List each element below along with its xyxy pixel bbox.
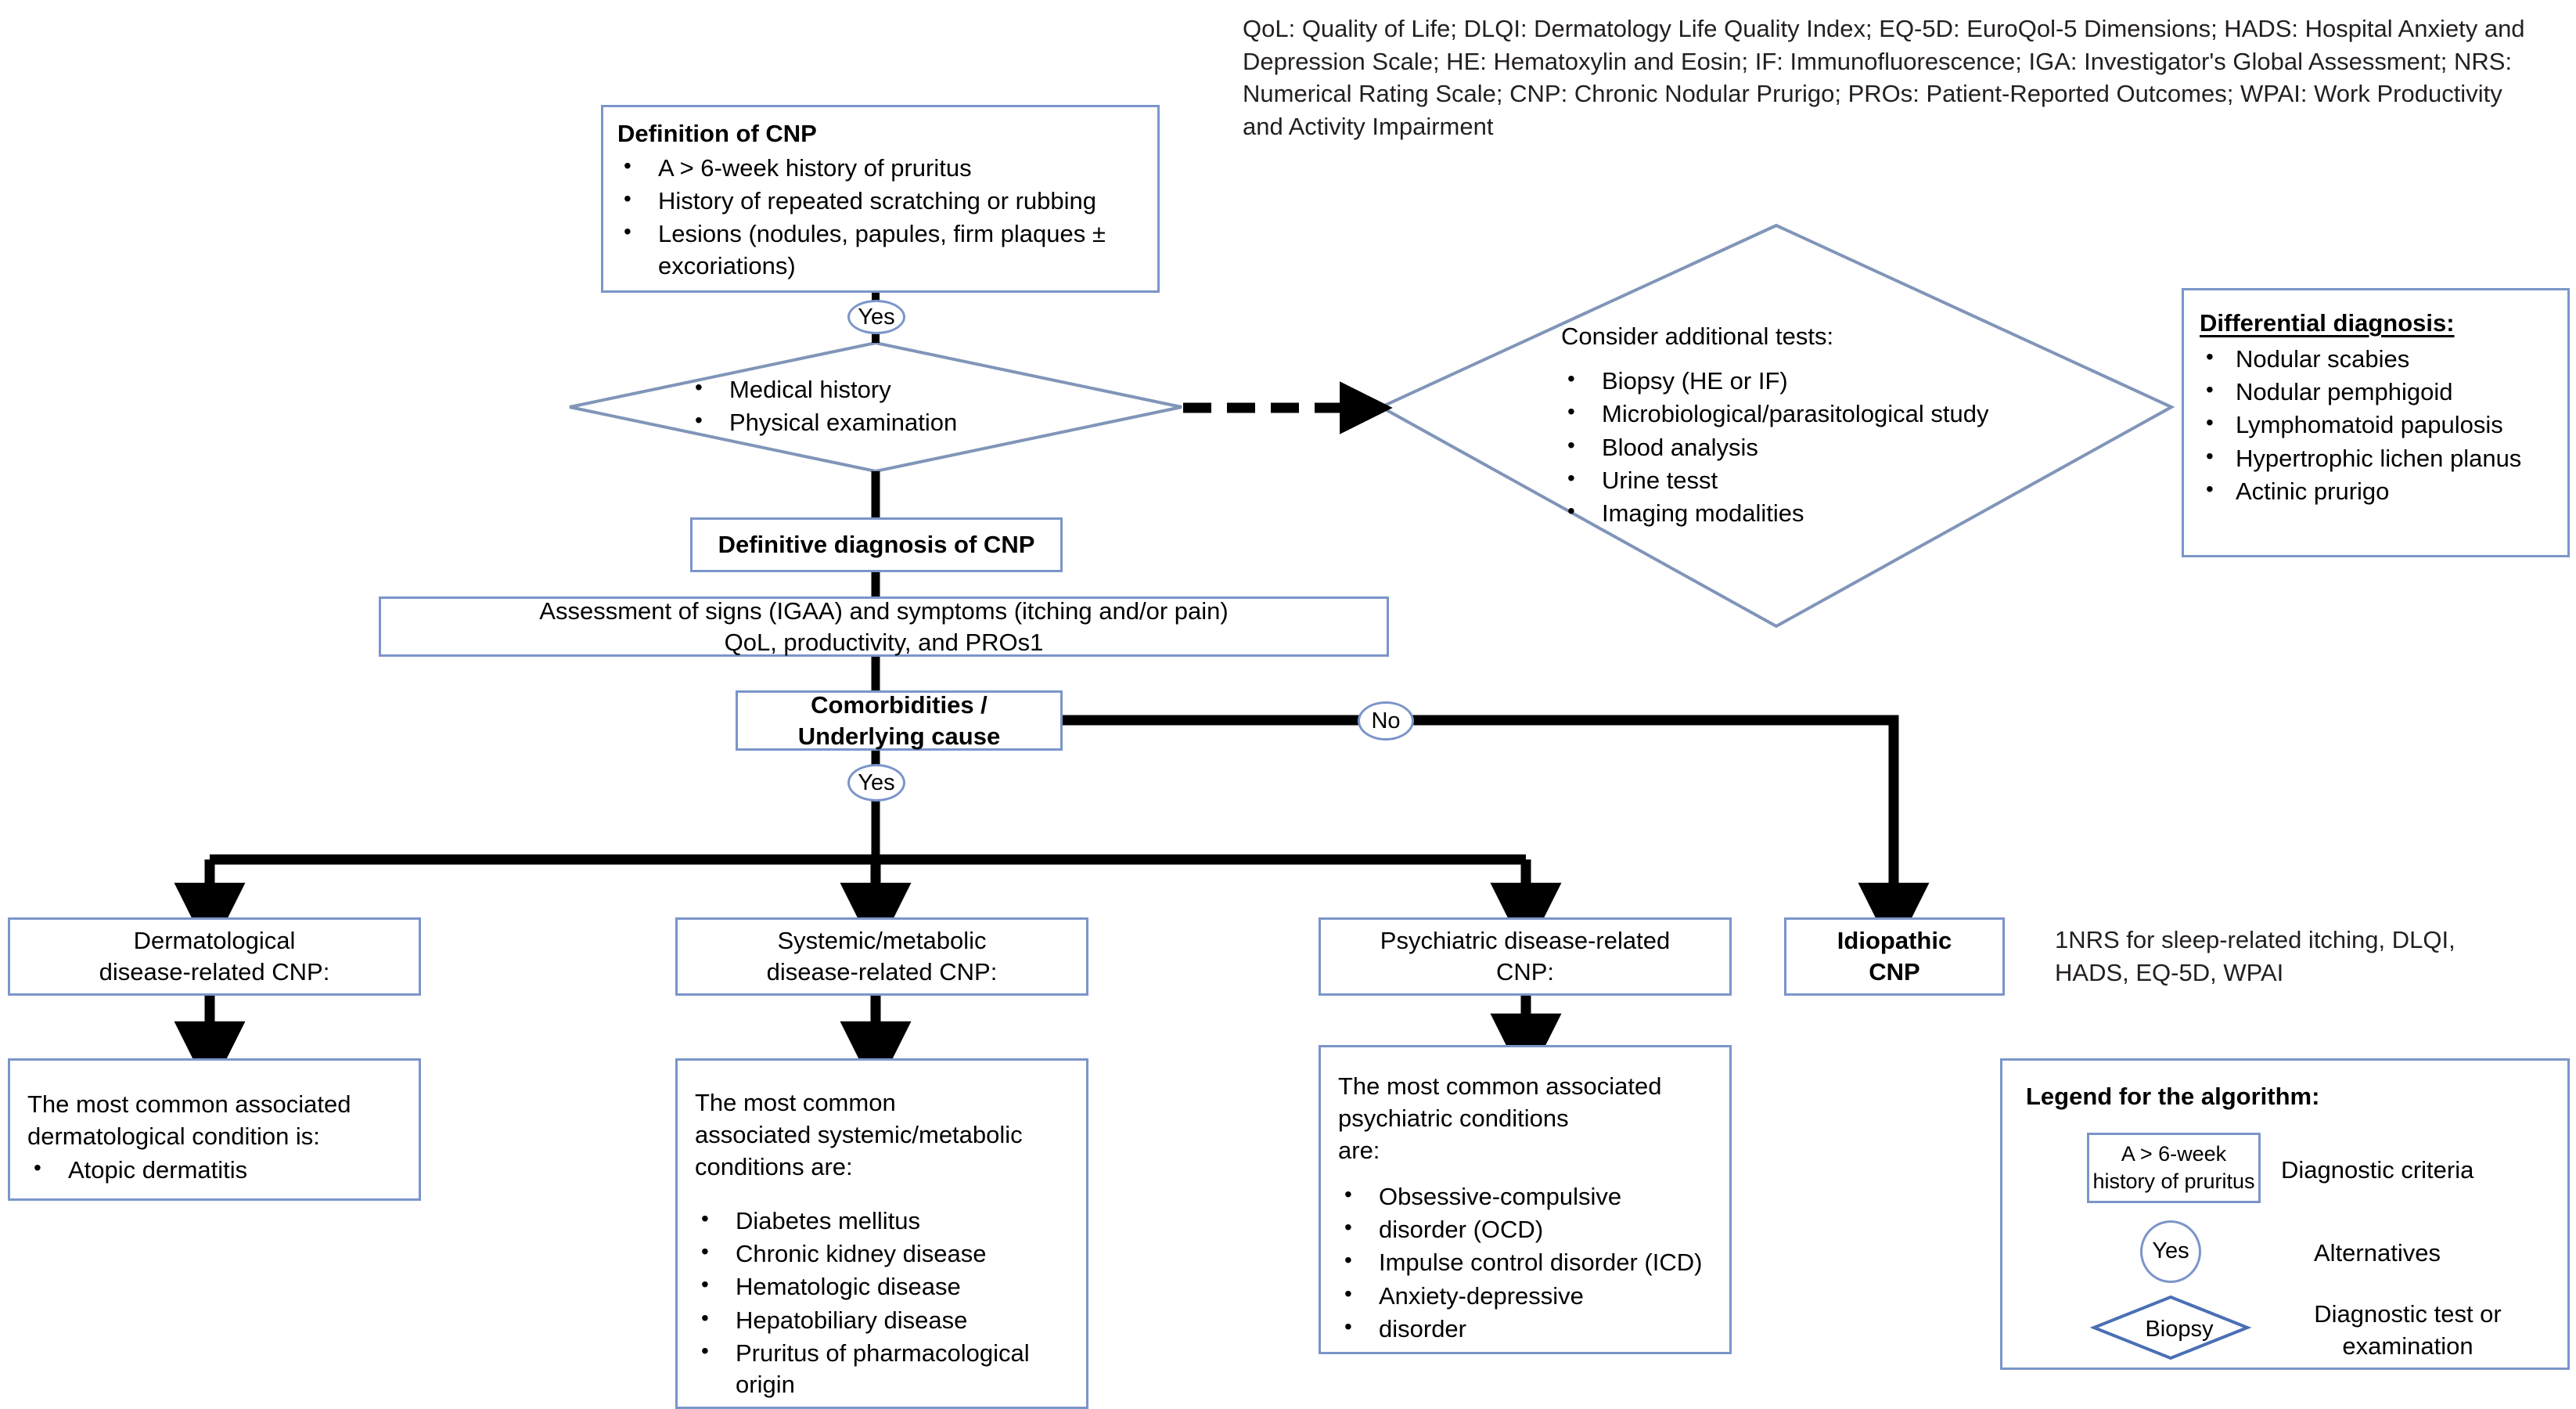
legend-test-label-line-2: examination — [2342, 1332, 2473, 1360]
list-item: disorder (OCD) — [1338, 1213, 1712, 1245]
legend-title: Legend for the algorithm: — [2026, 1083, 2320, 1110]
list-item: Nodular pemphigoid — [2200, 376, 2552, 408]
tests-diamond-title: Consider additional tests: — [1561, 323, 1834, 350]
legend-alternatives-shape: Yes — [2140, 1220, 2201, 1283]
connector-yes-branch: Yes — [847, 764, 905, 802]
detail-lead-2: associated systemic/metabolic — [695, 1120, 1023, 1148]
differential-diagnosis-box: Differential diagnosis: Nodular scabies … — [2182, 288, 2570, 557]
legend-criteria-line-2: history of pruritus — [2092, 1169, 2255, 1193]
detail-lead-1: The most common associated — [27, 1090, 351, 1118]
definitive-diagnosis-box: Definitive diagnosis of CNP — [690, 517, 1063, 572]
branch-box-dermatological: Dermatological disease-related CNP: — [8, 917, 421, 996]
definition-of-cnp-box: Definition of CNP A > 6-week history of … — [601, 105, 1160, 293]
connector-yes-top: Yes — [847, 300, 905, 334]
comorbidities-box: Comorbidities / Underlying cause — [736, 690, 1063, 751]
assessment-line-1: Assessment of signs (IGAA) and symptoms … — [539, 596, 1229, 625]
list-item: Blood analysis — [1561, 431, 2109, 463]
differential-list: Nodular scabies Nodular pemphigoid Lymph… — [2200, 343, 2552, 507]
list-item: Lymphomatoid papulosis — [2200, 409, 2552, 441]
detail-box-psychiatric: The most common associated psychiatric c… — [1319, 1045, 1732, 1354]
comorbidities-line-1: Comorbidities / — [811, 690, 988, 719]
detail-list-systemic: Diabetes mellitus Chronic kidney disease… — [695, 1205, 1069, 1401]
list-item: Anxiety-depressive — [1338, 1280, 1712, 1312]
list-item: History of repeated scratching or rubbin… — [617, 185, 1143, 217]
legend-test-label-line-1: Diagnostic test or — [2314, 1300, 2502, 1328]
list-item: Biopsy (HE or IF) — [1561, 365, 2109, 397]
legend-alternatives-label: Alternatives — [2314, 1239, 2441, 1267]
list-item: Hematologic disease — [695, 1270, 1069, 1303]
legend-test-label: Diagnostic test or examination — [2267, 1299, 2549, 1363]
abbreviations-text: QoL: Quality of Life; DLQI: Dermatology … — [1243, 15, 2525, 140]
detail-lead-2: dermatological condition is: — [27, 1122, 320, 1150]
legend-test-diamond-shape — [2089, 1295, 2252, 1360]
branch-line-1: Systemic/metabolic — [777, 927, 987, 955]
assessment-box: Assessment of signs (IGAA) and symptoms … — [379, 596, 1389, 657]
differential-title: Differential diagnosis: — [2200, 309, 2455, 337]
list-item: Atopic dermatitis — [27, 1154, 401, 1186]
detail-lead-3: are: — [1338, 1136, 1380, 1164]
legend-row-criteria: A > 6-week history of pruritus Diagnosti… — [2087, 1133, 2556, 1203]
legend-criteria-line-1: A > 6-week — [2121, 1142, 2227, 1166]
footnote-line-2: HADS, EQ-5D, WPAI — [2055, 958, 2284, 986]
detail-box-dermatological: The most common associated dermatologica… — [8, 1058, 421, 1201]
branch-line-2: disease-related CNP: — [766, 958, 998, 986]
list-item: Physical examination — [689, 406, 1064, 438]
tests-diamond-content: Consider additional tests: Biopsy (HE or… — [1561, 321, 2109, 531]
list-item: Chronic kidney disease — [695, 1238, 1069, 1270]
detail-box-systemic: The most common associated systemic/meta… — [675, 1058, 1088, 1409]
list-item: A > 6-week history of pruritus — [617, 152, 1143, 184]
assessment-line-2: QoL, productivity, and PROs1 — [724, 628, 1044, 656]
list-item: Medical history — [689, 373, 1064, 405]
arrow-no-branch — [1063, 715, 1930, 954]
legend-test-shape-label: Biopsy — [2145, 1317, 2214, 1342]
legend-row-alternatives: Yes Alternatives — [2087, 1220, 2556, 1283]
list-item: Hypertrophic lichen planus — [2200, 442, 2552, 474]
detail-lead-3: conditions are: — [695, 1152, 853, 1180]
footnote-text: 1NRS for sleep-related itching, DLQI, HA… — [2055, 924, 2524, 989]
list-item: Microbiological/parasitological study — [1561, 398, 2109, 430]
list-item: Obsessive-compulsive — [1338, 1180, 1712, 1213]
branch-line-1: Idiopathic — [1837, 927, 1952, 955]
list-item: Lesions (nodules, papules, firm plaques … — [617, 218, 1143, 282]
branch-line-2: CNP: — [1495, 958, 1555, 986]
detail-lead-1: The most common associated — [1338, 1072, 1662, 1100]
list-item: Actinic prurigo — [2200, 475, 2552, 507]
legend-criteria-label: Diagnostic criteria — [2281, 1156, 2474, 1184]
comorbidities-line-2: Underlying cause — [797, 722, 1001, 750]
branch-line-2: CNP — [1869, 958, 1920, 986]
legend-row-test: Biopsy Diagnostic test or examination — [2087, 1294, 2556, 1361]
list-item: Imaging modalities — [1561, 497, 2109, 529]
list-item: Nodular scabies — [2200, 343, 2552, 375]
tests-diamond-list: Biopsy (HE or IF) Microbiological/parasi… — [1561, 365, 2109, 529]
history-diamond-content: Medical history Physical examination — [689, 373, 1064, 441]
detail-lead-2: psychiatric conditions — [1338, 1104, 1569, 1132]
legend-criteria-shape: A > 6-week history of pruritus — [2087, 1133, 2261, 1203]
detail-list-psychiatric: Obsessive-compulsive disorder (OCD) Impu… — [1338, 1180, 1712, 1345]
detail-list-dermatological: Atopic dermatitis — [27, 1154, 401, 1186]
list-item: disorder — [1338, 1313, 1712, 1345]
connector-no: No — [1358, 701, 1414, 741]
definition-title: Definition of CNP — [617, 120, 817, 147]
branch-box-systemic: Systemic/metabolic disease-related CNP: — [675, 917, 1088, 996]
branch-line-2: disease-related CNP: — [99, 958, 330, 986]
list-item: Diabetes mellitus — [695, 1205, 1069, 1237]
definition-list: A > 6-week history of pruritus History o… — [617, 152, 1143, 282]
list-item: Hepatobiliary disease — [695, 1304, 1069, 1336]
branch-box-idiopathic: Idiopathic CNP — [1784, 917, 2005, 996]
footnote-line-1: 1NRS for sleep-related itching, DLQI, — [2055, 926, 2455, 953]
legend-box: Legend for the algorithm: A > 6-week his… — [2000, 1058, 2570, 1370]
detail-lead-1: The most common — [695, 1089, 896, 1116]
list-item: Urine tesst — [1561, 464, 2109, 496]
branch-line-1: Dermatological — [133, 927, 296, 955]
history-diamond-list: Medical history Physical examination — [689, 373, 1064, 439]
branch-box-psychiatric: Psychiatric disease-related CNP: — [1319, 917, 1732, 996]
list-item: Pruritus of pharmacological origin — [695, 1337, 1069, 1401]
list-item: Impulse control disorder (ICD) — [1338, 1246, 1712, 1278]
branch-line-1: Psychiatric disease-related — [1380, 927, 1671, 955]
